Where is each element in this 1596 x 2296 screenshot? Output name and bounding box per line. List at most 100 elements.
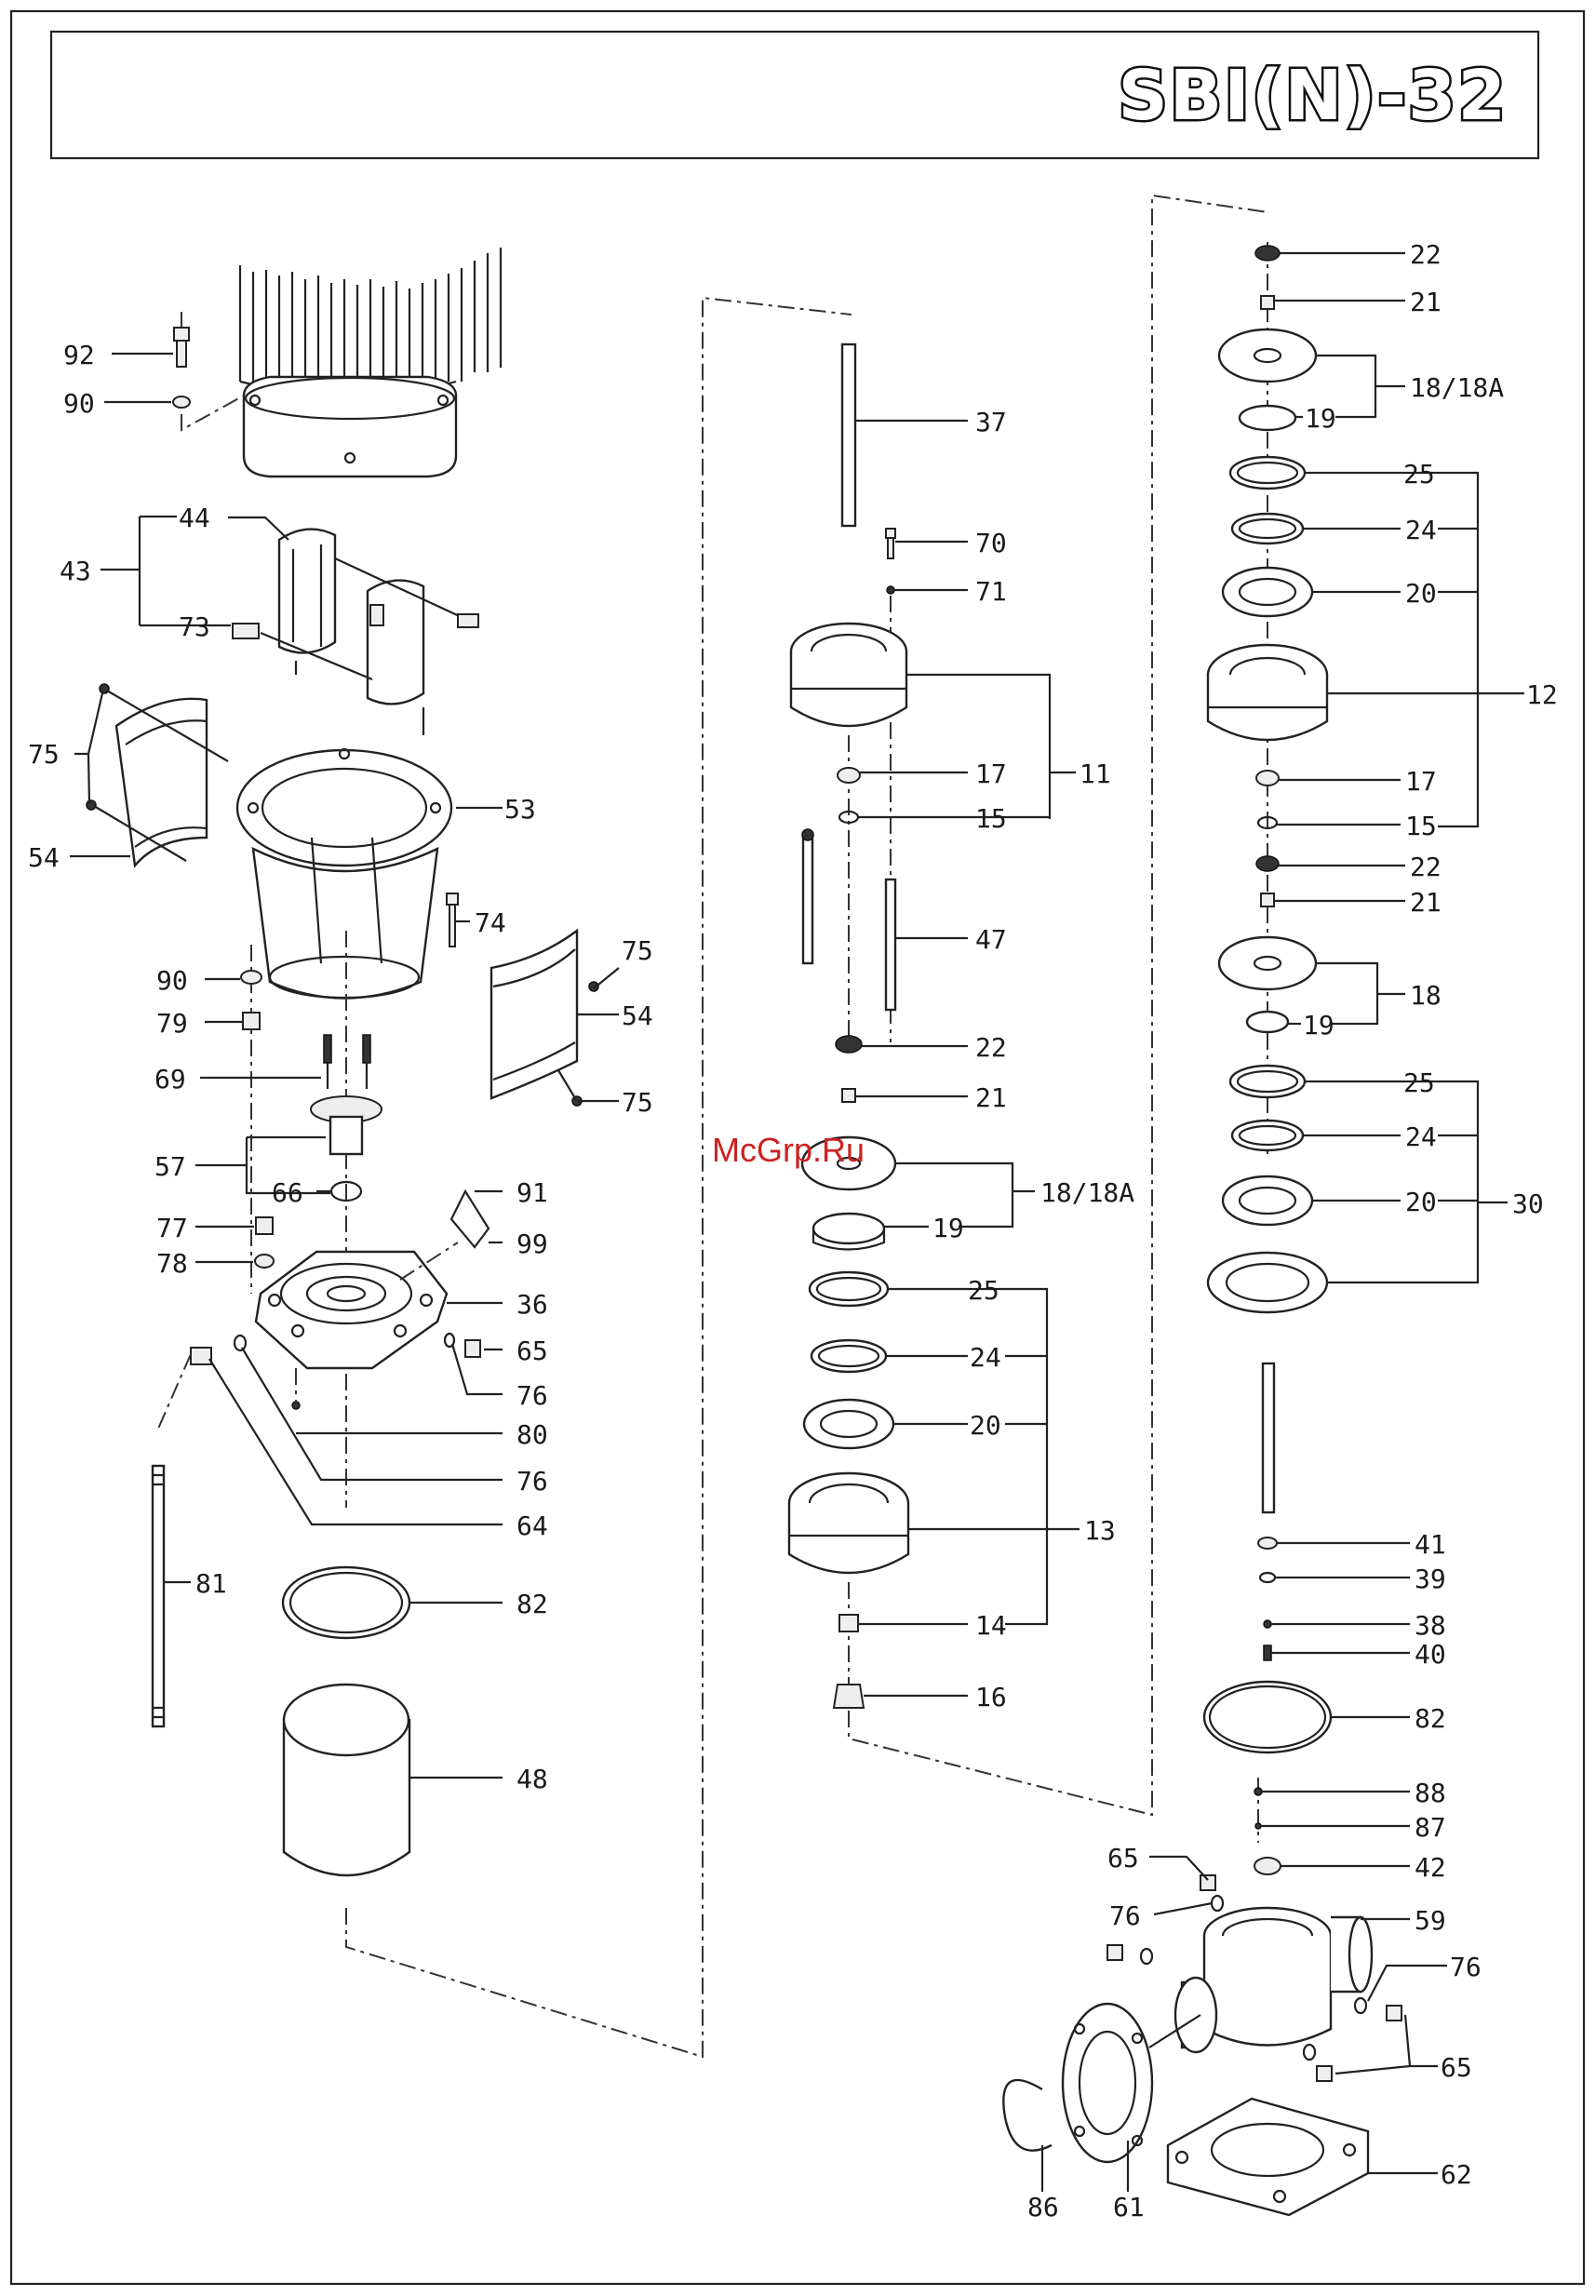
ring-24-mid (811, 1340, 886, 1372)
callout-81: 81 (195, 1568, 227, 1599)
chamber-12 (1208, 645, 1327, 740)
diffuser-20-right (1223, 568, 1312, 616)
callout-14: 14 (975, 1610, 1007, 1641)
ring-25-right (1230, 457, 1305, 489)
callout-22: 22 (1410, 852, 1442, 882)
callout-16: 16 (975, 1682, 1007, 1712)
callout-64: 64 (516, 1511, 548, 1541)
bolt-92 (173, 312, 244, 430)
callout-78: 78 (156, 1248, 188, 1279)
guard-54-right (491, 931, 598, 1106)
callout-65: 65 (1441, 2052, 1472, 2083)
callout-92: 92 (63, 340, 95, 370)
callout-42: 42 (1415, 1852, 1446, 1883)
callout-57: 57 (154, 1151, 186, 1182)
callout-73: 73 (179, 611, 210, 642)
oring-82-right (1204, 1682, 1331, 1752)
circlip-86 (1003, 2080, 1052, 2151)
axis-middle-to-right (849, 195, 1267, 1815)
callout-17: 17 (975, 759, 1007, 789)
callout-76: 76 (516, 1380, 548, 1411)
callout-20: 20 (1405, 1187, 1437, 1217)
callout-24: 24 (1405, 515, 1437, 545)
base-plate-62 (1168, 2099, 1368, 2215)
callout-24: 24 (1405, 1121, 1437, 1152)
chamber-13 (789, 1473, 908, 1573)
bearing-17-15-mid (838, 735, 860, 1042)
callout-39: 39 (1415, 1564, 1446, 1594)
callout-70: 70 (975, 528, 1007, 558)
coupling-group (233, 530, 478, 735)
callout-30: 30 (1512, 1188, 1544, 1219)
callout-18-18a: 18/18A (1410, 372, 1504, 403)
callout-38: 38 (1415, 1610, 1446, 1641)
ring-19-mid (813, 1214, 884, 1250)
callout-79: 79 (156, 1008, 188, 1039)
nut-22-21-mid (836, 1036, 862, 1102)
callout-65: 65 (516, 1336, 548, 1366)
callout-37: 37 (975, 407, 1007, 437)
callout-90: 90 (156, 965, 188, 996)
callout-99: 99 (516, 1229, 548, 1259)
nut-washer-77-78 (255, 1217, 274, 1268)
ring-24-right (1232, 514, 1303, 544)
callout-48: 48 (516, 1764, 548, 1794)
callout-22: 22 (1410, 239, 1442, 270)
callout-82: 82 (1415, 1703, 1446, 1734)
callout-53: 53 (504, 794, 536, 825)
callout-54: 54 (622, 1000, 653, 1031)
bush-14-16 (834, 1582, 864, 1708)
callout-87: 87 (1415, 1812, 1446, 1843)
axis-left-to-middle (346, 298, 852, 2057)
callout-19: 19 (932, 1213, 964, 1243)
callout-76: 76 (1109, 1900, 1141, 1931)
callout-20: 20 (970, 1410, 1001, 1441)
callout-74: 74 (475, 907, 506, 938)
chamber-11 (791, 624, 906, 726)
callout-88: 88 (1415, 1778, 1446, 1808)
callout-43: 43 (60, 556, 91, 586)
callout-18-18a: 18/18A (1040, 1177, 1134, 1208)
callout-62: 62 (1441, 2159, 1472, 2190)
callout-77: 77 (156, 1213, 188, 1243)
callout-75: 75 (622, 1087, 653, 1118)
guard-54-left (87, 684, 228, 866)
callout-25: 25 (968, 1275, 999, 1306)
watermark: McGrp.Ru (712, 1131, 865, 1169)
callout-17: 17 (1405, 766, 1437, 797)
callout-66: 66 (272, 1177, 303, 1208)
callout-61: 61 (1113, 2192, 1145, 2222)
callout-13: 13 (1084, 1515, 1116, 1546)
callout-41: 41 (1415, 1529, 1446, 1560)
callout-22: 22 (975, 1032, 1007, 1063)
impeller-18-right (1219, 329, 1316, 382)
callout-19: 19 (1305, 403, 1336, 434)
oring-82-left (283, 1567, 409, 1638)
callout-75: 75 (28, 739, 60, 770)
shaft-37 (842, 344, 855, 526)
callout-47: 47 (975, 924, 1007, 955)
callout-76: 76 (1450, 1952, 1482, 1982)
pump-base-59 (1107, 1875, 1402, 2081)
sleeve-48 (284, 1685, 409, 1875)
callout-86: 86 (1027, 2192, 1059, 2222)
motor-group (240, 248, 501, 477)
callout-12: 12 (1526, 679, 1558, 710)
callout-15: 15 (1405, 811, 1437, 841)
callout-80: 80 (516, 1419, 548, 1450)
stud-81 (153, 1466, 164, 1726)
ring-25-mid (810, 1272, 888, 1306)
callout-24: 24 (970, 1342, 1001, 1373)
diffuser-20-mid (804, 1400, 893, 1448)
callout-25: 25 (1403, 1067, 1435, 1098)
callout-15: 15 (975, 803, 1007, 834)
callout-36: 36 (516, 1289, 548, 1320)
callout-18: 18 (1410, 980, 1442, 1011)
callout-11: 11 (1080, 759, 1111, 789)
callout-21: 21 (975, 1082, 1007, 1113)
callout-59: 59 (1415, 1905, 1446, 1936)
impeller-18-lower (1219, 937, 1316, 1032)
callout-71: 71 (975, 576, 1007, 607)
diagram-title: SBI(N)-32 (1119, 56, 1509, 136)
